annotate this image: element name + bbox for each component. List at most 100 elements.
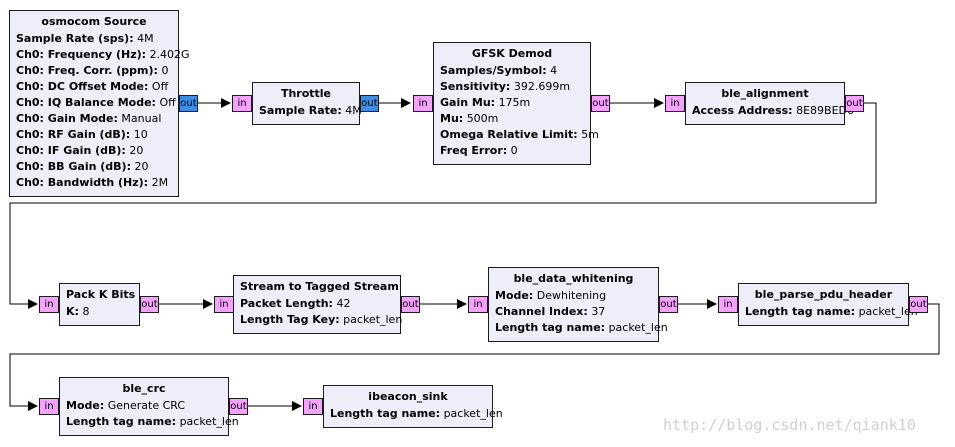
param-name: Ch0: Frequency (Hz): xyxy=(16,48,147,61)
osmocom-source-out-port[interactable]: out xyxy=(179,95,198,112)
param-row: Ch0: Gain Mode: Manual xyxy=(16,111,172,127)
param-row: Channel Index: 37 xyxy=(495,304,652,320)
param-name: Ch0: BB Gain (dB): xyxy=(16,160,131,173)
param-row: Ch0: Freq. Corr. (ppm): 0 xyxy=(16,63,172,79)
param-name: Ch0: Gain Mode: xyxy=(16,112,118,125)
param-name: Ch0: IF Gain (dB): xyxy=(16,144,126,157)
param-row: Ch0: Frequency (Hz): 2.402G xyxy=(16,47,190,63)
gfsk-demod-out-port[interactable]: out xyxy=(591,95,610,112)
ble-parse-pdu-header-in-port[interactable]: in xyxy=(718,296,738,313)
param-row: Mode: Dewhitening xyxy=(495,288,652,304)
param-name: Ch0: IQ Balance Mode: xyxy=(16,96,156,109)
param-row: Length tag name: packet_len xyxy=(745,304,918,320)
stream-to-tagged-in-port[interactable]: in xyxy=(214,296,234,313)
param-row: Access Address: 8E89BED6 xyxy=(692,103,854,119)
block-title: Throttle xyxy=(280,87,332,100)
pack-k-bits-in-port[interactable]: in xyxy=(39,296,59,313)
param-name: Length tag name: xyxy=(495,321,606,334)
param-value: Dewhitening xyxy=(536,289,607,302)
param-value: 0 xyxy=(161,64,169,77)
param-row: Gain Mu: 175m xyxy=(440,95,584,111)
ibeacon-sink-block[interactable]: ibeacon_sink Length tag name: packet_len xyxy=(323,385,503,428)
param-name: Length tag name: xyxy=(66,415,177,428)
param-name: Sample Rate (sps): xyxy=(16,32,134,45)
param-name: Ch0: Bandwidth (Hz): xyxy=(16,176,149,189)
param-value: packet_len xyxy=(608,321,668,334)
block-title: ble_alignment xyxy=(721,87,809,100)
ble-parse-pdu-header-out-port[interactable]: out xyxy=(909,296,928,313)
param-row: Sample Rate (sps): 4M xyxy=(16,31,172,47)
ble-parse-pdu-header-block[interactable]: ble_parse_pdu_header Length tag name: pa… xyxy=(738,283,918,326)
ble-crc-in-port[interactable]: in xyxy=(39,398,59,415)
block-title: Pack K Bits xyxy=(66,288,136,301)
pack-k-bits-block[interactable]: Pack K Bits K: 8 xyxy=(59,283,140,326)
param-row: Ch0: BB Gain (dB): 20 xyxy=(16,159,172,175)
param-value: 42 xyxy=(336,297,351,310)
param-row: Packet Length: 42 xyxy=(240,296,394,312)
param-value: 2.402G xyxy=(149,48,190,61)
gfsk-demod-in-port[interactable]: in xyxy=(413,95,433,112)
param-row: Ch0: IF Gain (dB): 20 xyxy=(16,143,172,159)
param-row: Ch0: IQ Balance Mode: Off xyxy=(16,95,176,111)
osmocom-source-block[interactable]: osmocom Source Sample Rate (sps): 4M Ch0… xyxy=(9,10,190,197)
param-value: 4M xyxy=(137,32,154,45)
block-title: ble_data_whitening xyxy=(513,272,634,285)
param-value: 0 xyxy=(510,144,518,157)
param-value: 20 xyxy=(134,160,149,173)
stream-to-tagged-out-port[interactable]: out xyxy=(401,296,420,313)
ble-data-whitening-out-port[interactable]: out xyxy=(659,296,678,313)
param-value: packet_len xyxy=(443,407,503,420)
param-name: Ch0: RF Gain (dB): xyxy=(16,128,131,141)
param-row: Length Tag Key: packet_len xyxy=(240,312,402,328)
ble-data-whitening-block[interactable]: ble_data_whitening Mode: Dewhitening Cha… xyxy=(488,267,668,342)
param-name: Sample Rate: xyxy=(259,104,342,117)
throttle-block[interactable]: Throttle Sample Rate: 4M xyxy=(252,82,362,125)
param-name: Length tag name: xyxy=(745,305,856,318)
param-name: Length tag name: xyxy=(330,407,441,420)
param-row: Length tag name: packet_len xyxy=(66,414,239,430)
param-value: 4M xyxy=(345,104,362,117)
param-name: Mode: xyxy=(66,399,105,412)
ble-data-whitening-in-port[interactable]: in xyxy=(468,296,488,313)
param-value: 20 xyxy=(129,144,144,157)
param-value: 2M xyxy=(151,176,169,189)
param-name: K: xyxy=(66,305,79,318)
param-value: 37 xyxy=(591,305,606,318)
throttle-out-port[interactable]: out xyxy=(360,95,379,112)
param-row: Sample Rate: 4M xyxy=(259,103,362,119)
param-value: Off xyxy=(159,96,176,109)
param-value: 500m xyxy=(466,112,499,125)
block-title: osmocom Source xyxy=(41,15,147,28)
param-name: Mode: xyxy=(495,289,534,302)
param-value: 8E89BED6 xyxy=(796,104,855,117)
param-row: Omega Relative Limit: 5m xyxy=(440,127,599,143)
param-name: Ch0: Freq. Corr. (ppm): xyxy=(16,64,158,77)
param-value: 8 xyxy=(82,305,90,318)
throttle-in-port[interactable]: in xyxy=(232,95,252,112)
param-row: Length tag name: packet_len xyxy=(330,406,503,422)
block-title: ble_crc xyxy=(122,382,166,395)
ble-crc-out-port[interactable]: out xyxy=(229,398,248,415)
block-title: Stream to Tagged Stream xyxy=(240,280,399,293)
param-value: 5m xyxy=(581,128,599,141)
stream-to-tagged-block[interactable]: Stream to Tagged Stream Packet Length: 4… xyxy=(233,275,402,334)
watermark-text: http://blog.csdn.net/qiank10 xyxy=(663,416,916,434)
param-row: Ch0: DC Offset Mode: Off xyxy=(16,79,172,95)
block-title: ble_parse_pdu_header xyxy=(754,288,893,301)
ble-crc-block[interactable]: ble_crc Mode: Generate CRC Length tag na… xyxy=(59,377,239,436)
ibeacon-sink-in-port[interactable]: in xyxy=(303,398,323,415)
pack-k-bits-out-port[interactable]: out xyxy=(140,296,159,313)
param-row: Mu: 500m xyxy=(440,111,584,127)
ble-alignment-out-port[interactable]: out xyxy=(845,95,864,112)
ble-alignment-in-port[interactable]: in xyxy=(665,95,685,112)
param-name: Packet Length: xyxy=(240,297,333,310)
param-name: Access Address: xyxy=(692,104,793,117)
gfsk-demod-block[interactable]: GFSK Demod Samples/Symbol: 4 Sensitivity… xyxy=(433,42,599,165)
param-value: Generate CRC xyxy=(107,399,186,412)
param-name: Gain Mu: xyxy=(440,96,496,109)
param-name: Mu: xyxy=(440,112,464,125)
ble-alignment-block[interactable]: ble_alignment Access Address: 8E89BED6 xyxy=(685,82,854,125)
param-name: Channel Index: xyxy=(495,305,588,318)
block-title: ibeacon_sink xyxy=(368,390,448,403)
param-row: Samples/Symbol: 4 xyxy=(440,63,584,79)
